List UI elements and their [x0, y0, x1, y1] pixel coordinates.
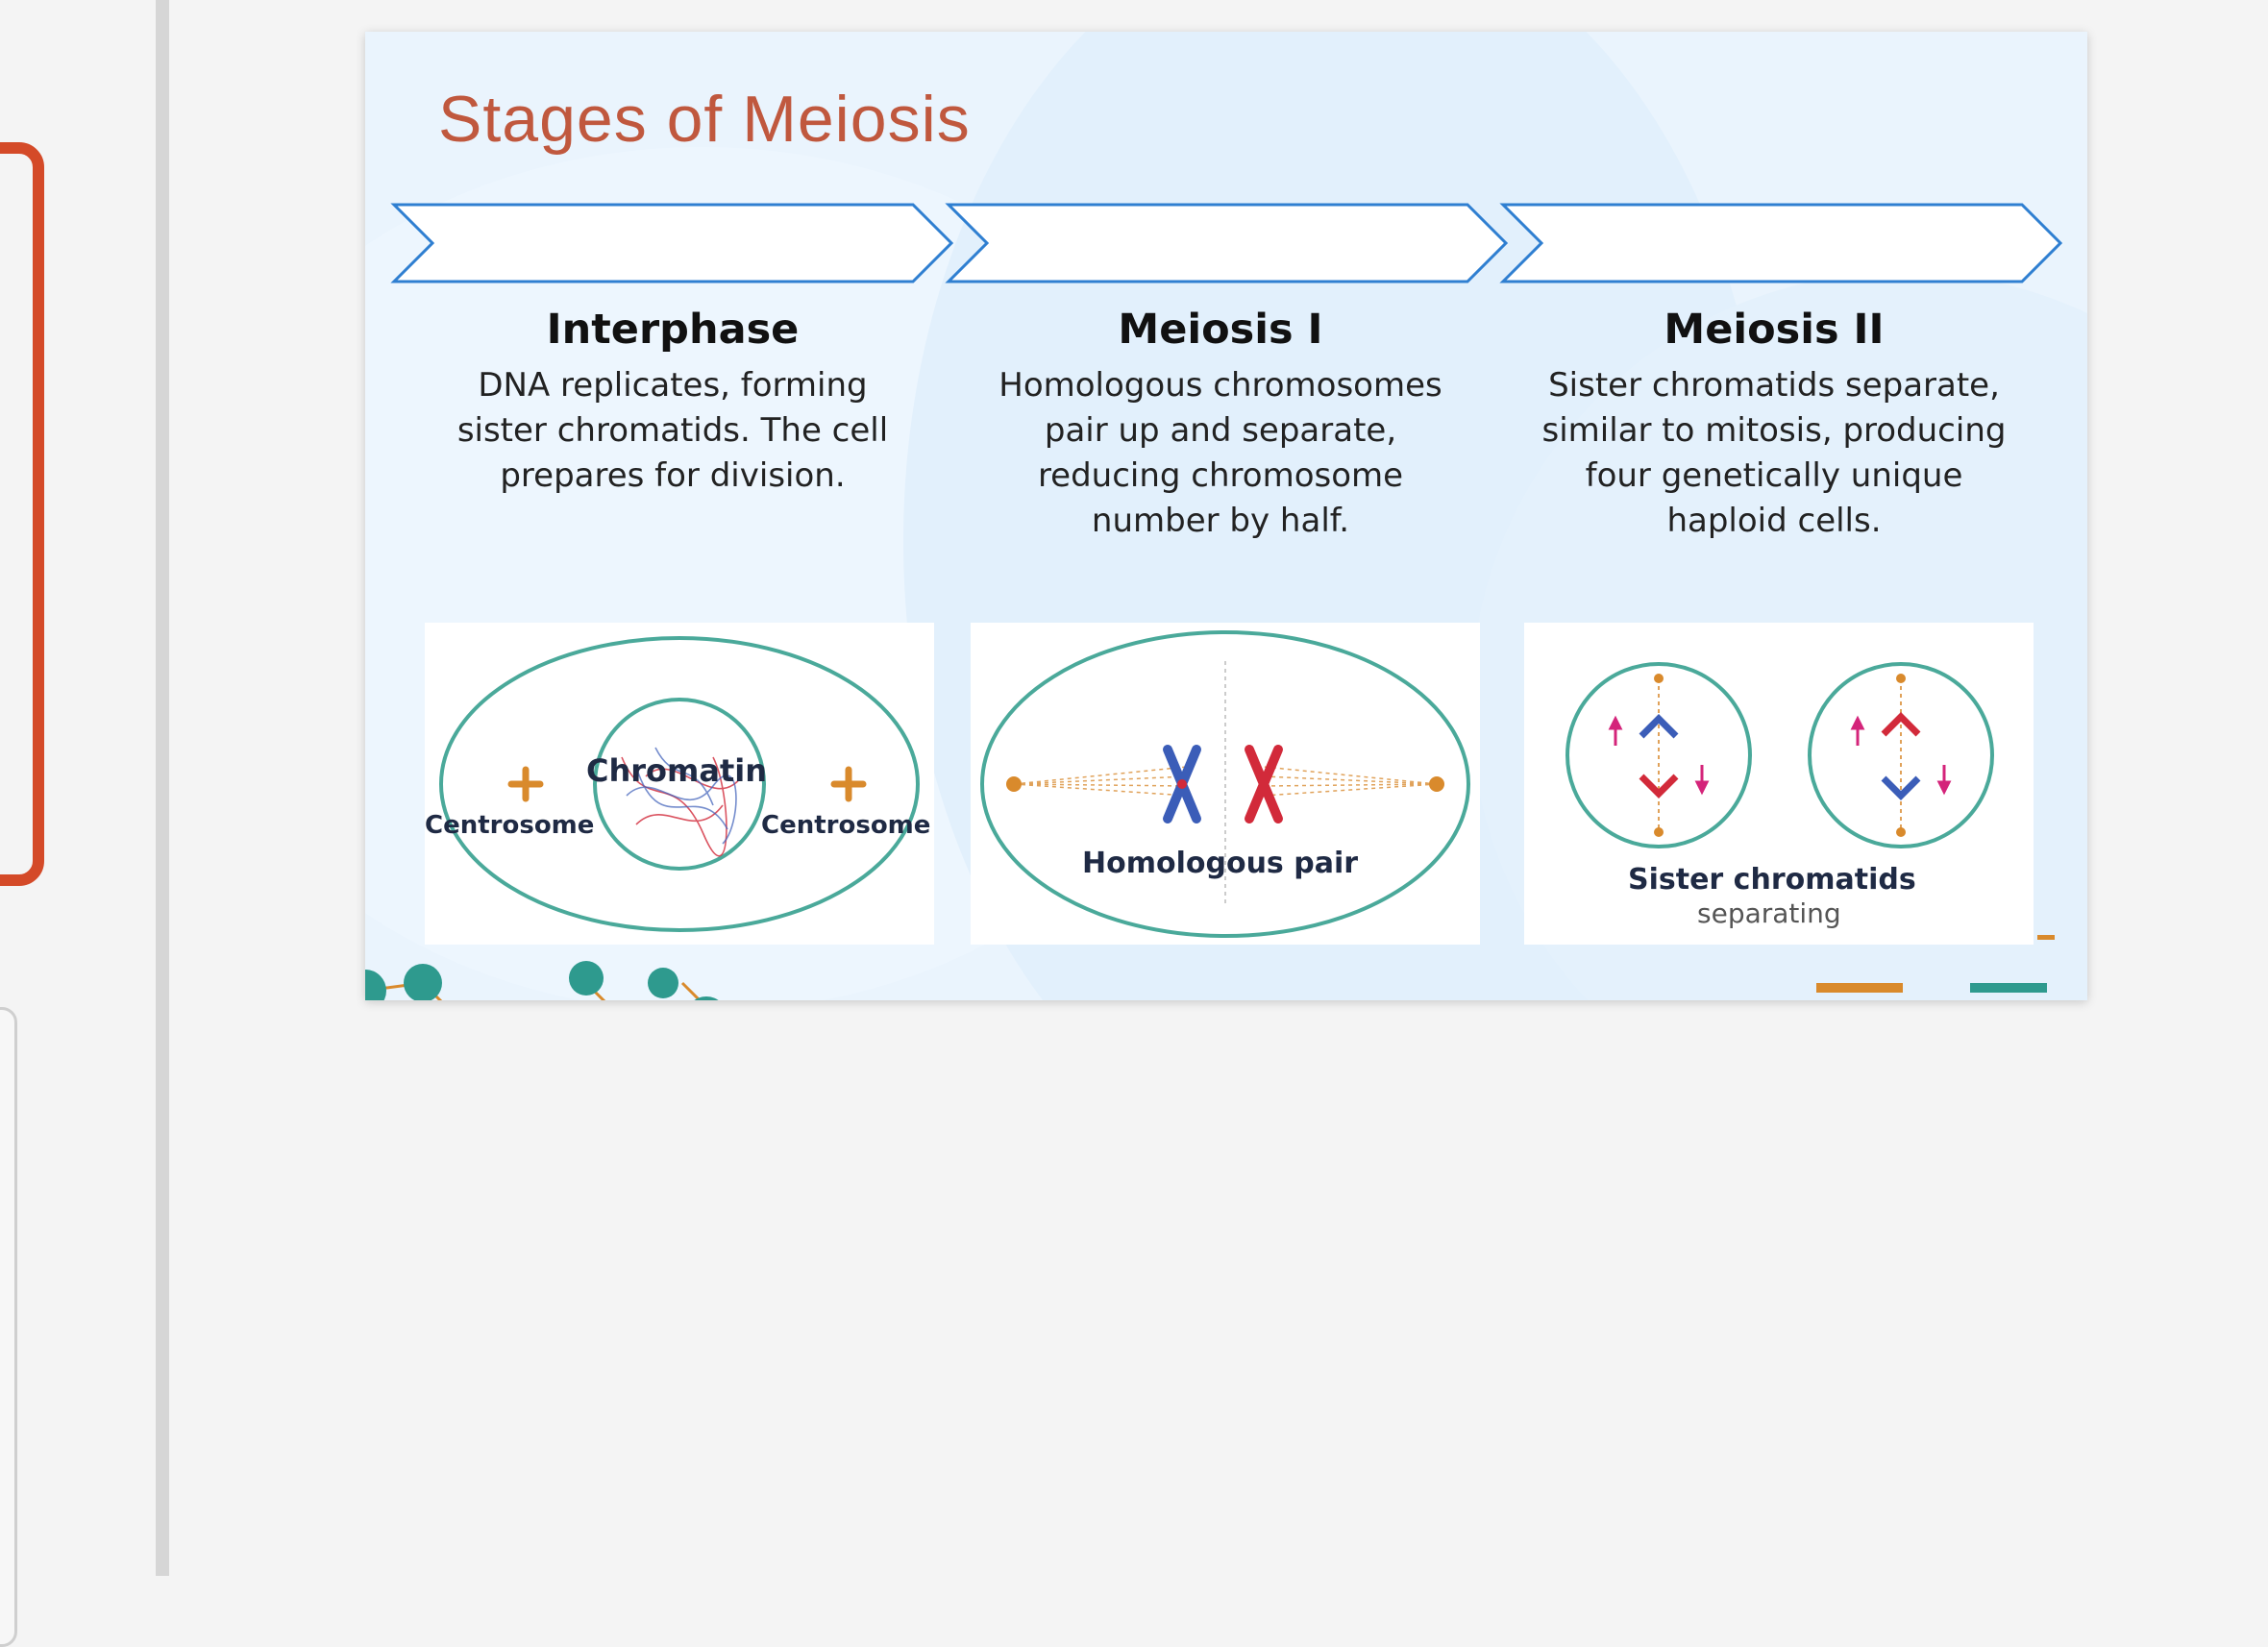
meiosis-1-diagram[interactable]: Homologous pair	[971, 623, 1480, 945]
chevron-meiosis-1	[945, 203, 1509, 283]
centrosome-label-right: Centrosome	[761, 811, 931, 840]
stage-interphase[interactable]: Interphase DNA replicates, forming siste…	[432, 306, 913, 499]
stage-description: Homologous chromosomes pair up and separ…	[998, 366, 1442, 540]
stage-title: Meiosis II	[1664, 306, 1885, 354]
chevron-meiosis-2	[1499, 203, 2063, 283]
x-shape-icon	[1245, 745, 1283, 824]
sister-chromatids-label: Sister chromatids	[1628, 863, 1916, 897]
panel-divider[interactable]	[156, 0, 169, 1576]
arrow-icon	[1608, 715, 1952, 796]
stage-description: Sister chromatids separate, similar to m…	[1541, 366, 2007, 540]
stage-title: Interphase	[546, 306, 800, 354]
centrosome-label-left: Centrosome	[425, 811, 595, 840]
decorative-bars	[1816, 935, 2055, 993]
chevron-interphase	[390, 203, 954, 283]
stage-chevrons	[390, 203, 2063, 283]
stage-description: DNA replicates, forming sister chromatid…	[456, 366, 889, 495]
meiosis-2-cell-illustration	[1565, 662, 1994, 848]
selected-slide-thumbnail[interactable]	[0, 142, 44, 886]
plus-icon	[507, 766, 544, 802]
slide-canvas[interactable]: Stages of Meiosis Interphase DNA replica…	[365, 32, 2087, 1000]
chromatin-label: Chromatin	[586, 752, 768, 789]
stage-meiosis-1[interactable]: Meiosis I Homologous chromosomes pair up…	[980, 306, 1461, 544]
stage-title: Meiosis I	[1118, 306, 1323, 354]
slide-thumbnail-panel	[0, 0, 156, 1647]
molecule-decoration	[365, 961, 719, 1000]
plus-icon	[830, 766, 867, 802]
slide-thumbnail[interactable]	[0, 1007, 17, 1647]
slide-title[interactable]: Stages of Meiosis	[438, 83, 971, 156]
interphase-diagram[interactable]: Chromatin Centrosome Centrosome	[425, 623, 934, 945]
interphase-cell-illustration	[439, 636, 920, 932]
homologous-pair-label: Homologous pair	[1082, 847, 1359, 880]
separating-label: separating	[1697, 897, 1841, 929]
stage-meiosis-2[interactable]: Meiosis II Sister chromatids separate, s…	[1534, 306, 2014, 544]
meiosis-1-cell-illustration	[980, 630, 1470, 938]
meiosis-2-diagram[interactable]: Sister chromatids separating	[1524, 623, 2034, 945]
